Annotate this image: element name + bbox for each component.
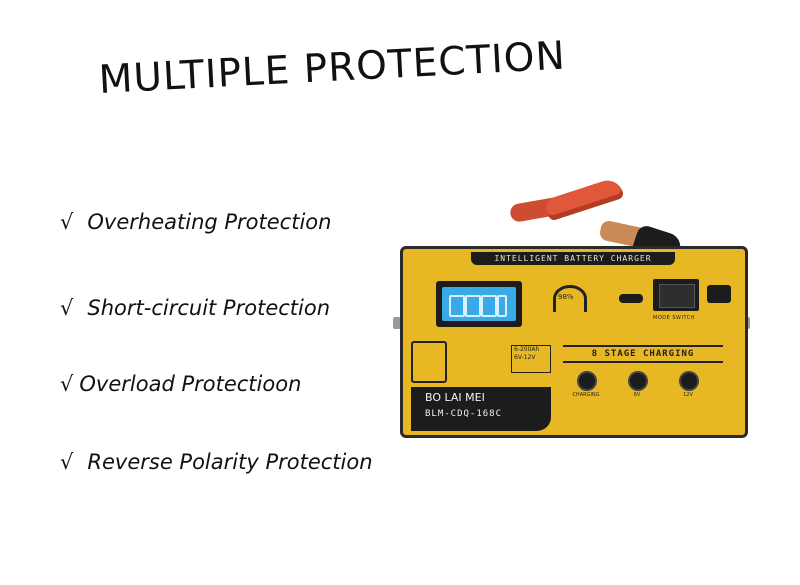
indicator-label: 12V <box>683 392 693 398</box>
feature-item-overload: √Overload Protectioon <box>60 372 301 396</box>
fuse-holder-icon <box>707 285 731 303</box>
battery-info-icon <box>411 341 447 383</box>
brand-name: BO LAI MEI <box>425 391 485 404</box>
panel-header: INTELLIGENT BATTERY CHARGER <box>471 252 675 265</box>
feature-item-overheating: √ Overheating Protection <box>60 210 331 234</box>
lcd-digit <box>481 295 497 317</box>
indicator-label: CHARGING <box>572 392 600 398</box>
battery-charger-product-image: INTELLIGENT BATTERY CHARGER 98% MODE SWI… <box>393 176 755 440</box>
efficiency-gauge-icon <box>553 285 587 312</box>
side-bracket-left <box>393 317 401 329</box>
feature-label: Overload Protectioon <box>79 372 302 396</box>
indicator-led <box>577 371 597 391</box>
feature-label: Overheating Protection <box>87 210 332 234</box>
lcd-digit <box>449 295 465 317</box>
charger-body: INTELLIGENT BATTERY CHARGER 98% MODE SWI… <box>400 246 748 438</box>
check-mark-icon: √ <box>60 372 74 396</box>
page-title: MULTIPLE PROTECTION <box>97 33 567 104</box>
usb-port-icon <box>619 294 643 303</box>
model-plate: BO LAI MEI BLM-CDQ-168C <box>411 387 551 431</box>
spec-box: 6-200Ah 6V-12V <box>511 345 551 373</box>
rocker-switch <box>659 284 695 308</box>
check-mark-icon: √ <box>60 296 74 320</box>
model-number: BLM-CDQ-168C <box>425 409 503 419</box>
efficiency-label: 98% <box>558 293 574 301</box>
indicator-led <box>628 371 648 391</box>
lcd-display <box>436 281 522 327</box>
spec-voltage: 6V-12V <box>514 354 536 361</box>
indicator-led <box>679 371 699 391</box>
red-clamp-icon <box>543 176 625 222</box>
stage-charging-label: 8 STAGE CHARGING <box>563 345 723 363</box>
feature-item-reverse-polarity: √ Reverse Polarity Protection <box>60 450 373 474</box>
spec-capacity: 6-200Ah <box>514 346 540 353</box>
indicator-label: 6V <box>633 392 641 398</box>
feature-item-short-circuit: √ Short-circuit Protection <box>60 296 330 320</box>
mode-switch <box>653 279 699 311</box>
check-mark-icon: √ <box>60 450 74 474</box>
lcd-screen <box>442 287 516 321</box>
check-mark-icon: √ <box>60 210 74 234</box>
feature-label: Short-circuit Protection <box>87 296 331 320</box>
lcd-digit <box>465 295 481 317</box>
feature-label: Reverse Polarity Protection <box>87 450 373 474</box>
lcd-digit <box>497 295 507 317</box>
mode-switch-label: MODE SWITCH <box>653 315 695 321</box>
